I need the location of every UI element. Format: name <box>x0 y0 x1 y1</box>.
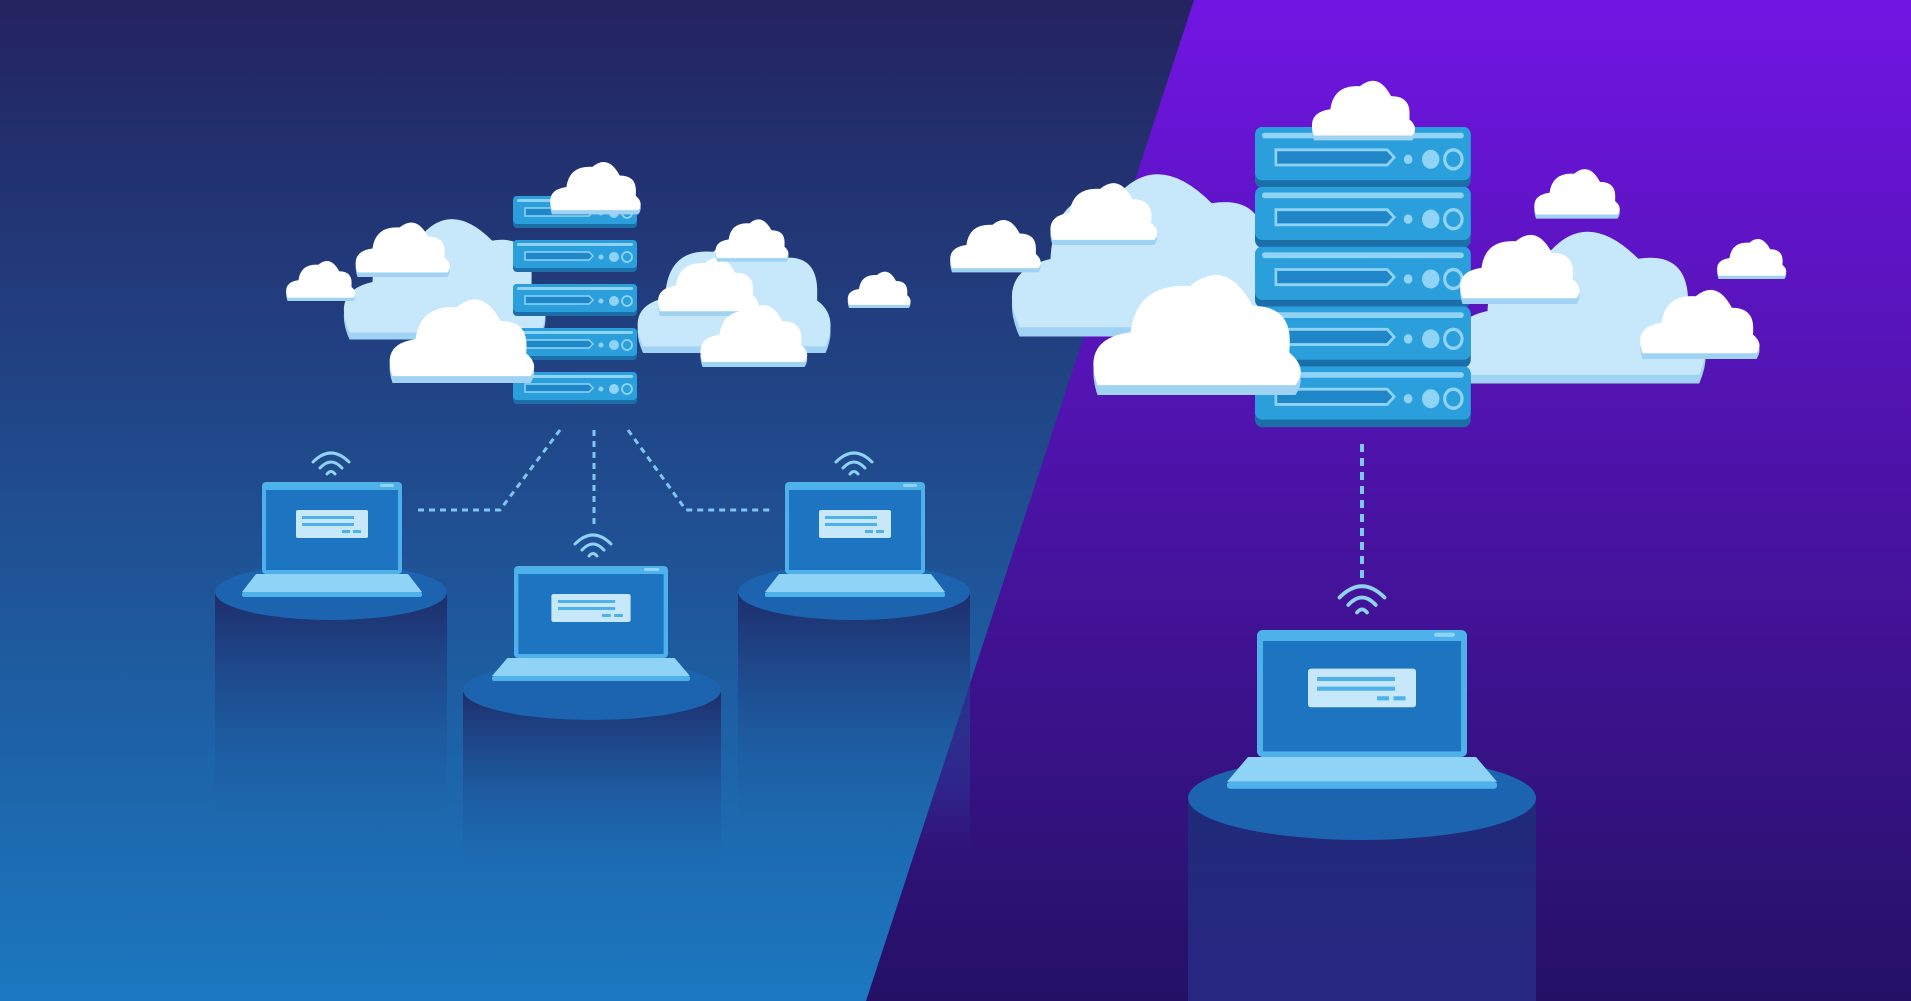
laptop-icon <box>1227 630 1497 789</box>
laptop-icon <box>242 482 422 597</box>
left-network-connectors <box>414 429 772 526</box>
right-pedestal <box>1188 756 1536 1001</box>
laptop-icon <box>492 566 690 681</box>
laptop-icon <box>765 482 945 597</box>
